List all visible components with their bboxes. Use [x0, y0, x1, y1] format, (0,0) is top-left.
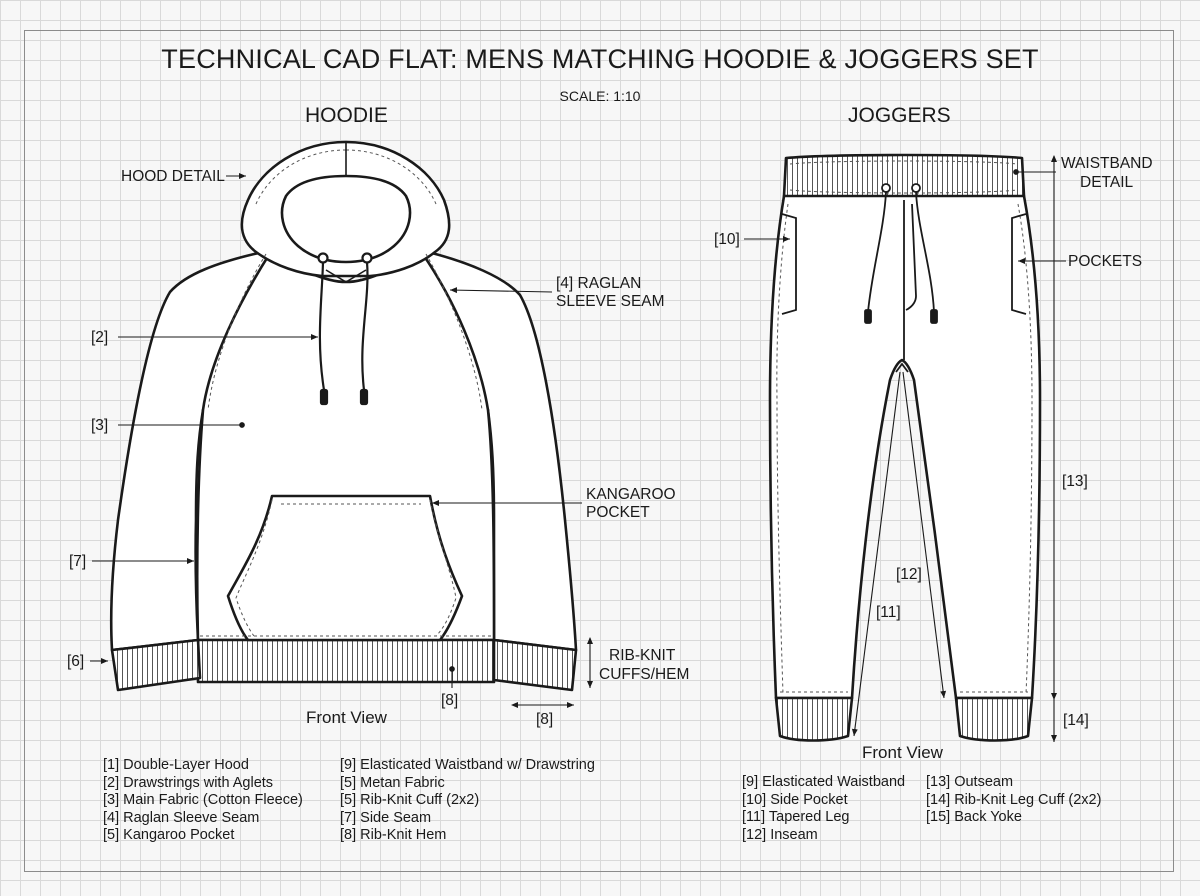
callout-kangaroo-line1: KANGAROO	[586, 486, 676, 503]
legend-item: [5] Kangaroo Pocket	[103, 827, 235, 843]
scale-label: SCALE: 1:10	[559, 88, 641, 104]
legend-item: [1] Double-Layer Hood	[103, 757, 249, 773]
callout-6: [6]	[67, 653, 85, 670]
hoodie-legend-col1: [1] Double-Layer Hood [2] Drawstrings wi…	[103, 757, 303, 845]
joggers-callout-lines	[744, 155, 1066, 742]
callout-8-hem: [8]	[441, 692, 459, 709]
callout-waistband-line2: DETAIL	[1080, 174, 1134, 191]
joggers-legend-col2: [13] Outseam [14] Rib-Knit Leg Cuff (2x2…	[926, 774, 1101, 827]
hoodie-heading: HOODIE	[305, 104, 388, 127]
callout-waistband-line1: WAISTBAND	[1061, 155, 1153, 172]
hoodie-kangaroo-pocket	[226, 494, 464, 642]
callout-3: [3]	[91, 417, 109, 434]
joggers-view-label: Front View	[862, 743, 943, 762]
legend-item: [11] Tapered Leg	[742, 809, 850, 825]
joggers-legend-col1: [9] Elasticated Waistband [10] Side Pock…	[742, 774, 905, 844]
callout-raglan-line1: [4] RAGLAN	[556, 275, 642, 292]
hoodie-hood-center-seam	[325, 142, 367, 283]
callout-hood-detail: HOOD DETAIL	[121, 168, 225, 185]
joggers-right-pocket	[1011, 213, 1027, 315]
hoodie-legend-col2: [9] Elasticated Waistband w/ Drawstring …	[340, 757, 595, 845]
drawing-border	[24, 30, 1174, 872]
legend-item: [8] Rib-Knit Hem	[340, 827, 447, 843]
legend-item: [9] Elasticated Waistband w/ Drawstring	[340, 757, 595, 773]
joggers-waistband	[782, 153, 1026, 201]
callout-12: [12]	[896, 566, 922, 583]
callout-kangaroo-line2: POCKET	[586, 504, 650, 521]
legend-item: [10] Side Pocket	[742, 791, 848, 808]
joggers-left-pocket	[781, 213, 797, 315]
legend-item: [3] Main Fabric (Cotton Fleece)	[103, 792, 303, 808]
joggers-flat	[768, 153, 1042, 742]
callout-rib-line2: CUFFS/HEM	[599, 666, 690, 683]
joggers-right-cuff	[954, 696, 1034, 742]
hoodie-rib-hem	[196, 638, 496, 684]
hoodie-drawstrings	[317, 252, 373, 406]
joggers-heading: JOGGERS	[848, 104, 951, 127]
callout-13: [13]	[1062, 473, 1088, 490]
legend-item: [4] Raglan Sleeve Seam	[103, 809, 260, 826]
legend-item: [15] Back Yoke	[926, 809, 1022, 825]
callout-11: [11]	[876, 604, 901, 621]
hoodie-stitching	[200, 149, 492, 637]
hoodie-view-label: Front View	[306, 708, 387, 727]
legend-item: [13] Outseam	[926, 774, 1014, 790]
joggers-legs	[768, 194, 1042, 700]
callout-raglan-line2: SLEEVE SEAM	[556, 293, 665, 310]
hoodie-callout-lines	[90, 173, 593, 708]
joggers-details	[781, 183, 1027, 373]
page-title: TECHNICAL CAD FLAT: MENS MATCHING HOODIE…	[161, 44, 1039, 74]
legend-item: [7] Side Seam	[340, 809, 432, 826]
joggers-stitching	[776, 160, 1033, 695]
hoodie-right-cuff	[492, 638, 578, 692]
callout-14: [14]	[1063, 712, 1089, 729]
legend-item: [9] Elasticated Waistband	[742, 774, 906, 790]
legend-item: [14] Rib-Knit Leg Cuff (2x2)	[926, 791, 1102, 808]
legend-item: [5] Rib-Knit Cuff (2x2)	[340, 792, 480, 808]
callout-10: [10]	[714, 231, 740, 248]
legend-item: [2] Drawstrings with Aglets	[103, 774, 274, 791]
callout-rib-line1: RIB-KNIT	[609, 647, 676, 664]
hoodie-flat	[109, 140, 578, 692]
hoodie-left-sleeve	[109, 248, 274, 652]
callout-2: [2]	[91, 329, 109, 346]
callout-8-cuff: [8]	[536, 711, 554, 728]
callout-pockets: POCKETS	[1068, 253, 1143, 270]
hoodie-hood-opening	[280, 174, 412, 264]
callout-7: [7]	[69, 553, 87, 570]
hoodie-left-cuff	[110, 638, 202, 692]
legend-item: [5] Metan Fabric	[340, 774, 445, 791]
joggers-left-cuff	[774, 696, 854, 742]
legend-item: [12] Inseam	[742, 826, 818, 843]
